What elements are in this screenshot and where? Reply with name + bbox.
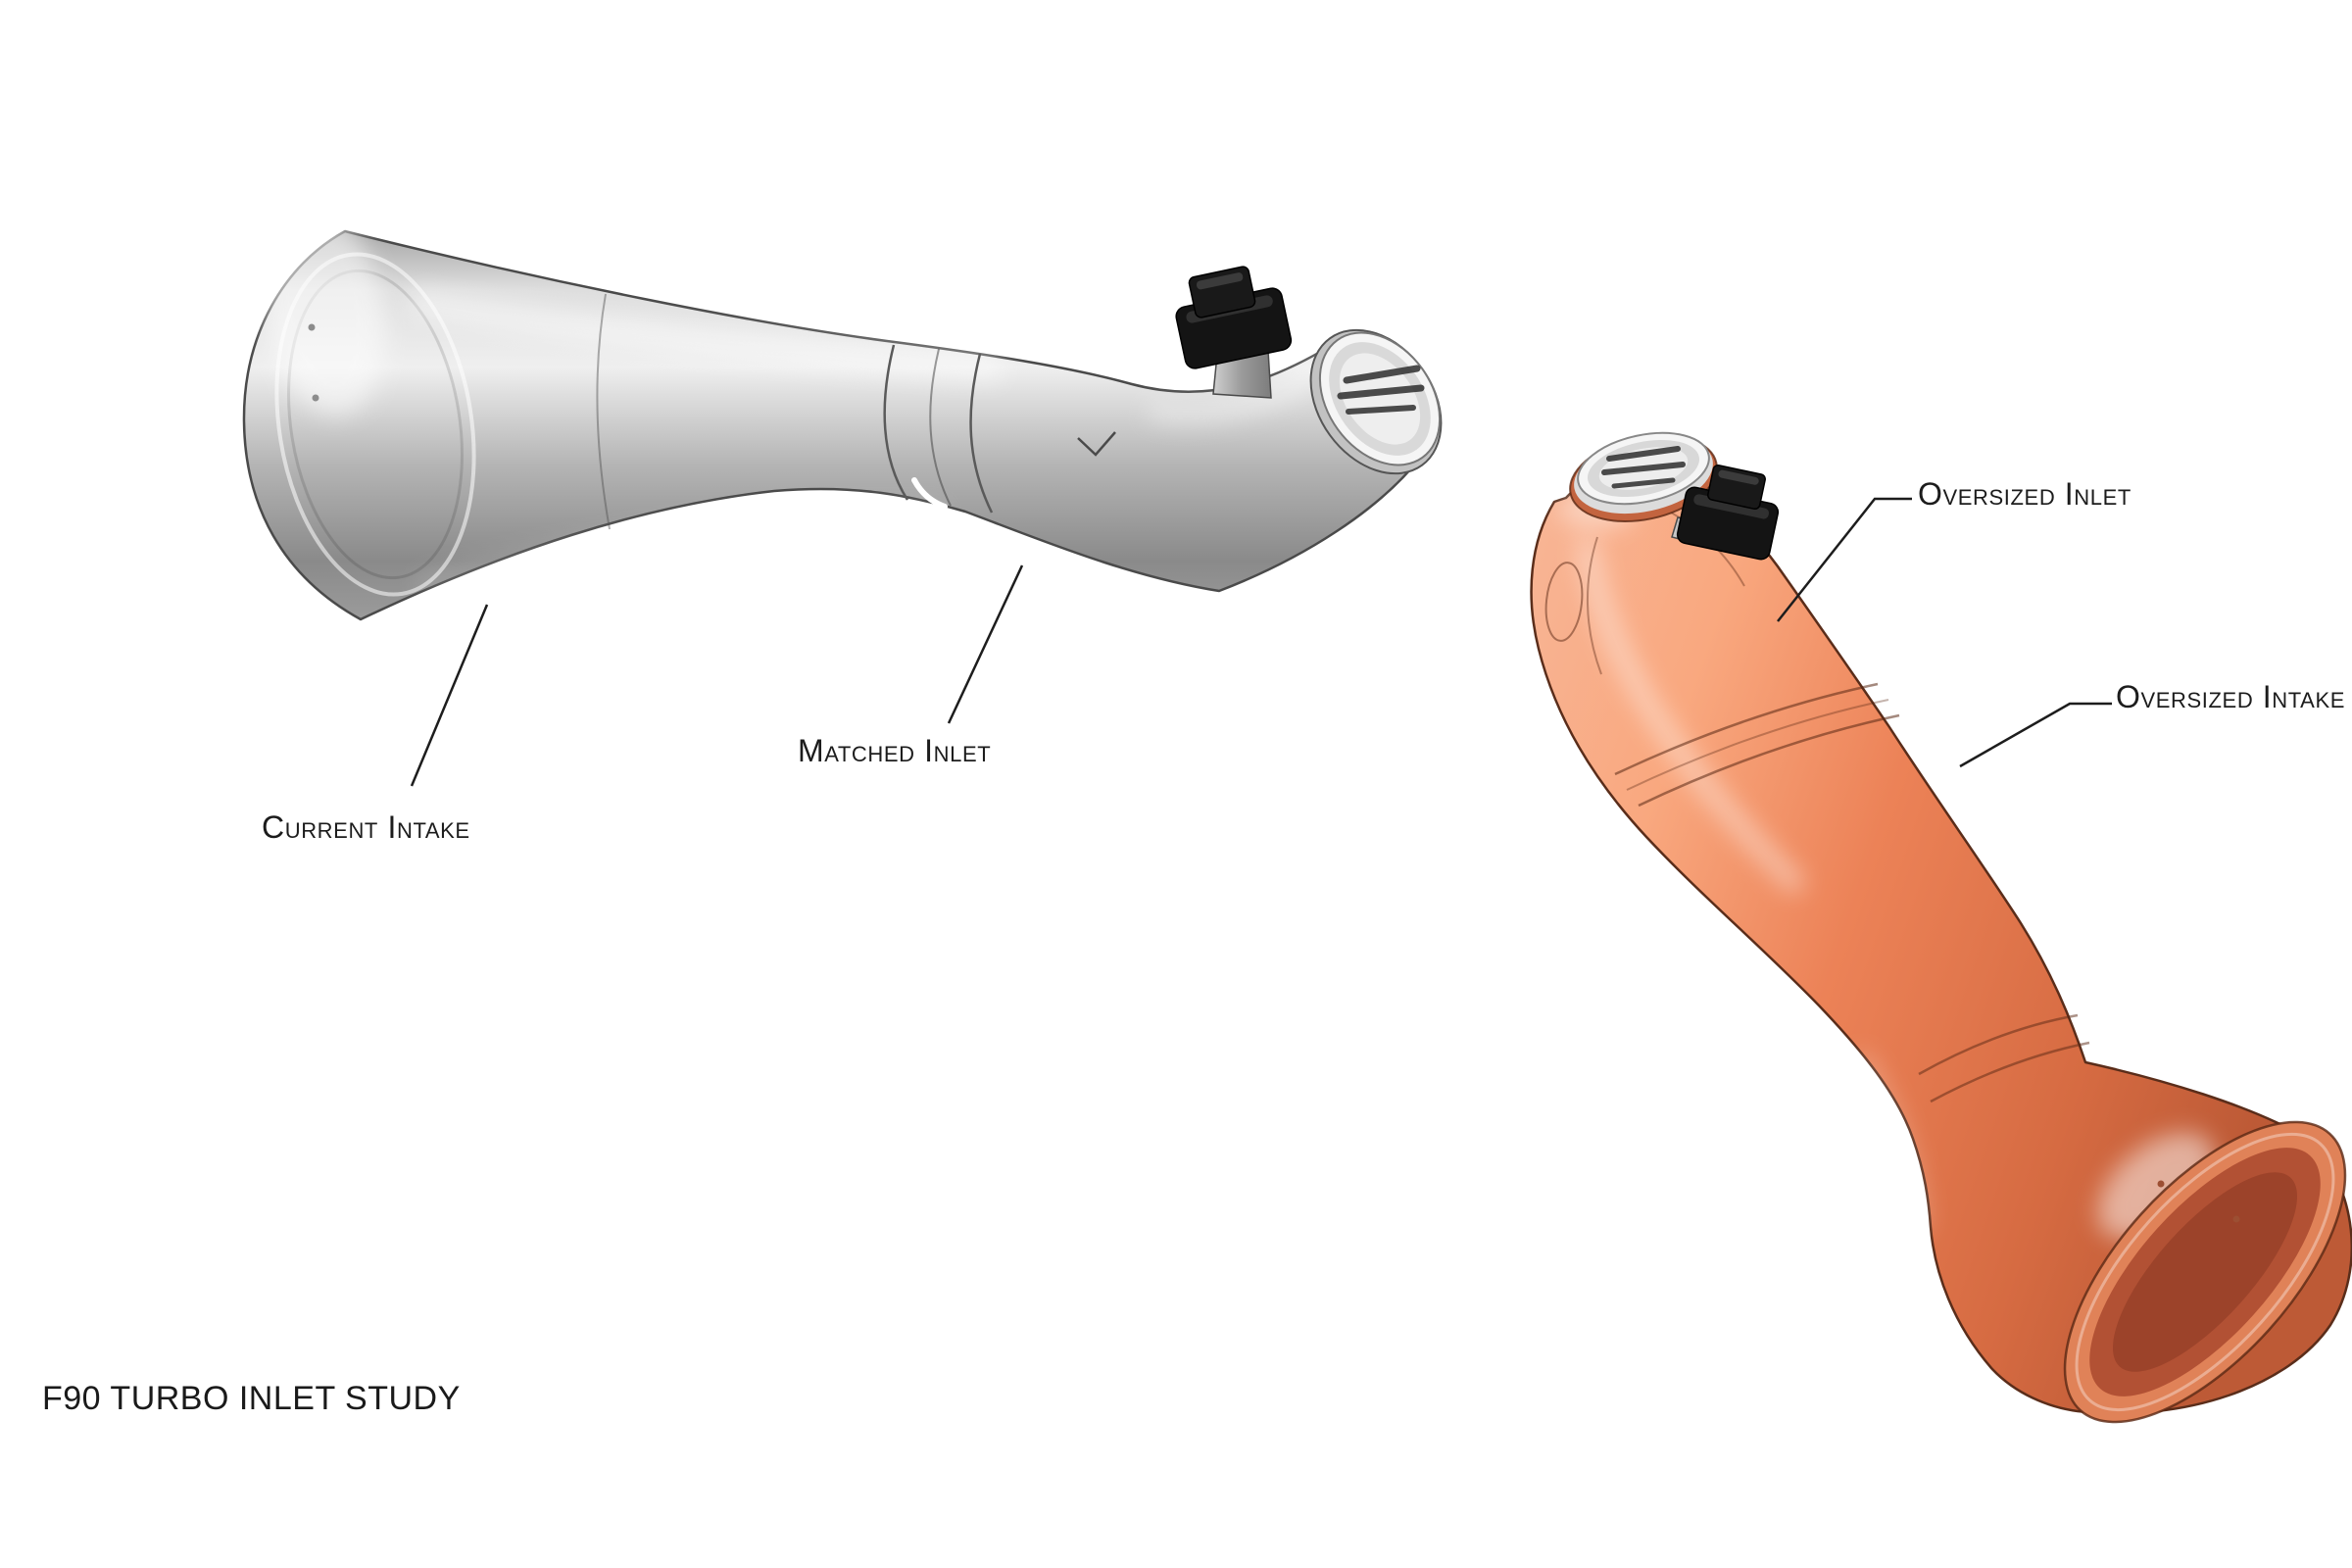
callout-oversized-intake: Oversized Intake	[2116, 679, 2346, 714]
clamp-ring-line	[1626, 699, 1889, 791]
clamp-ring-line	[883, 344, 909, 501]
elbow-recess-line	[1544, 562, 1584, 642]
callout-oversized-inlet: Oversized Inlet	[1918, 476, 2132, 512]
leader-oversized-intake	[1959, 702, 2112, 768]
neck-highlight	[1855, 1052, 1928, 1232]
tube-top-highlight	[409, 291, 1003, 380]
oversized-intake-render	[1530, 431, 2352, 1424]
bell-pin-dot	[308, 323, 316, 331]
leader-oversized-inlet	[1777, 497, 1912, 622]
elbow-contour-line	[1586, 536, 1602, 675]
clamp-ring-line	[1638, 713, 1900, 808]
sensor-nub	[1707, 464, 1766, 511]
clamp-ring-line	[929, 348, 952, 507]
bell-seam-line	[1930, 1041, 2090, 1103]
bell-pin-dot	[2157, 1180, 2165, 1188]
leader-matched-inlet	[947, 564, 1024, 724]
bottom-reflection	[416, 506, 947, 589]
bell-opening	[2063, 1120, 2347, 1424]
tube-highlight	[1577, 538, 1804, 893]
v-engraving-mark	[1077, 431, 1116, 457]
bell-pin-dot	[2232, 1215, 2240, 1223]
callout-matched-inlet: Matched Inlet	[798, 733, 992, 768]
current-intake-render	[242, 202, 1443, 621]
bell-seam-line	[596, 293, 611, 530]
bell-pin-dot	[312, 394, 319, 402]
clamp-ring-line	[969, 353, 994, 514]
drawing-title: F90 TURBO INLET STUDY	[42, 1380, 461, 1417]
outlet-coupler	[1309, 328, 1443, 475]
leader-lines	[410, 497, 2112, 787]
bell-seam-line	[1918, 1013, 2079, 1076]
callout-current-intake: Current Intake	[262, 809, 470, 845]
bell-highlight	[262, 202, 385, 416]
bell-highlight	[2097, 1132, 2215, 1240]
inlet-coupler	[1569, 431, 1718, 523]
clamp-ring-line	[1614, 682, 1879, 776]
clamp-white-seal	[911, 477, 948, 510]
leader-current-intake	[410, 604, 489, 787]
sensor-nub	[1188, 266, 1256, 318]
